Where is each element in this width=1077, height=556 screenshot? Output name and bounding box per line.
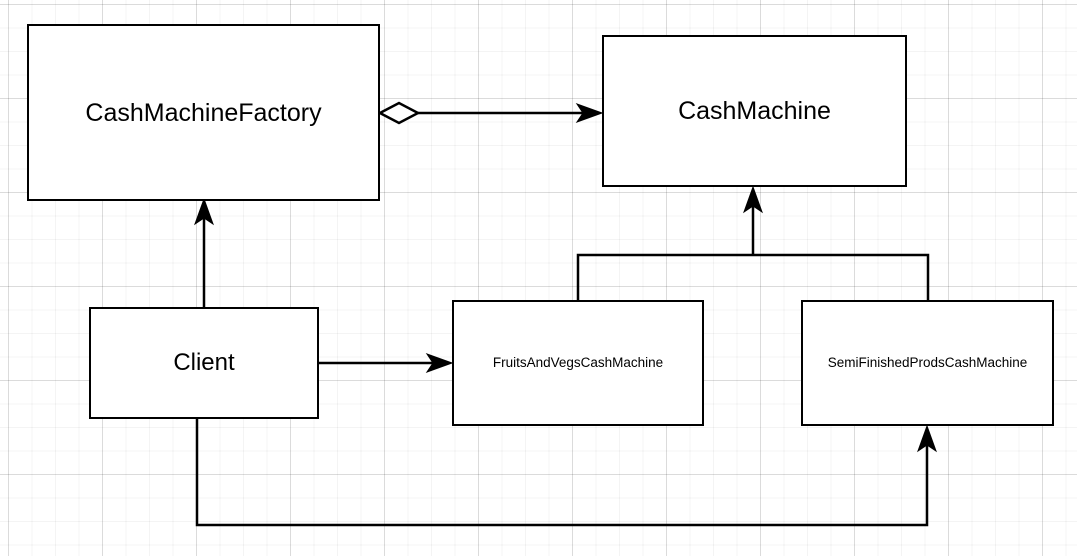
node-cash-machine[interactable]: CashMachine [602, 35, 907, 187]
node-cash-machine-factory[interactable]: CashMachineFactory [27, 24, 380, 201]
node-label: FruitsAndVegsCashMachine [492, 354, 664, 370]
inheritance-bus-line [576, 253, 930, 300]
hollow-diamond-icon [377, 101, 421, 125]
node-label: Client [173, 348, 235, 376]
node-label: SemiFinishedProdsCashMachine [827, 354, 1028, 370]
edge-client-uses-factory[interactable] [194, 197, 214, 307]
edge-line [195, 419, 929, 527]
node-client[interactable]: Client [89, 307, 319, 419]
node-fruits-and-vegs-cash-machine[interactable]: FruitsAndVegsCashMachine [452, 300, 704, 426]
edge-client-uses-semifinished[interactable] [195, 419, 937, 527]
edge-factory-aggregates-cashmachine[interactable] [377, 101, 604, 125]
edge-subclasses-inherit-cashmachine[interactable] [576, 185, 930, 300]
node-semi-finished-prods-cash-machine[interactable]: SemiFinishedProdsCashMachine [801, 300, 1054, 426]
filled-arrow-icon [425, 353, 454, 373]
filled-arrow-icon [917, 424, 937, 453]
edge-client-uses-fruitsandvegs[interactable] [319, 353, 454, 373]
filled-arrow-icon [575, 103, 604, 123]
node-label: CashMachineFactory [85, 98, 322, 127]
filled-arrow-icon [194, 197, 214, 226]
filled-arrow-icon [743, 185, 763, 214]
node-label: CashMachine [678, 97, 831, 125]
